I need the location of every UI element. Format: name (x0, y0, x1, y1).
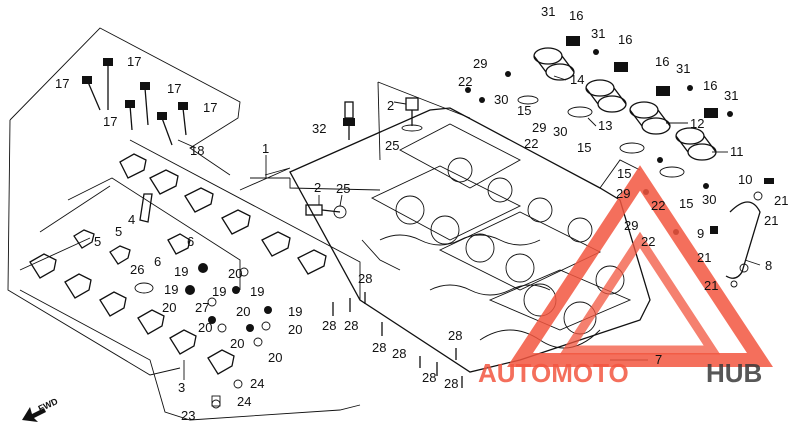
callout-19: 19 (212, 284, 226, 299)
intake-boots (517, 36, 718, 178)
callout-26: 26 (130, 262, 144, 277)
callout-28: 28 (358, 271, 372, 286)
callout-17: 17 (203, 100, 217, 115)
callout-10: 10 (738, 172, 752, 187)
fwd-label: FWD (37, 396, 60, 414)
callout-5: 5 (115, 224, 122, 239)
callout-21: 21 (697, 250, 711, 265)
callout-20: 20 (228, 266, 242, 281)
nuts-washers (134, 263, 272, 409)
callout-22: 22 (651, 198, 665, 213)
callout-8: 8 (765, 258, 772, 273)
callout-11: 11 (730, 144, 744, 159)
callout-7: 7 (655, 352, 662, 367)
callout-27: 27 (195, 300, 209, 315)
fwd-arrow-icon (22, 407, 46, 422)
callout-15: 15 (679, 196, 693, 211)
watermark-word-automoto: AUTOMOTO (478, 358, 629, 388)
rocker-arms (29, 153, 327, 375)
valve-top (401, 97, 423, 132)
cylinder-head-assembly (289, 107, 651, 373)
callout-22: 22 (458, 74, 472, 89)
rocker-arm-group-outline (7, 27, 361, 421)
callout-13: 13 (598, 118, 612, 133)
callout-17: 17 (167, 81, 181, 96)
callout-15: 15 (577, 140, 591, 155)
callout-20: 20 (162, 300, 176, 315)
callout-22: 22 (641, 234, 655, 249)
leader-lines (177, 75, 761, 380)
callout-17: 17 (103, 114, 117, 129)
callout-30: 30 (553, 124, 567, 139)
callout-9: 9 (697, 226, 704, 241)
callout-21: 21 (764, 213, 778, 228)
callout-20: 20 (268, 350, 282, 365)
automotohub-watermark-logo (507, 165, 773, 367)
callout-21: 21 (774, 193, 788, 208)
right-hardware (465, 49, 738, 288)
callout-31: 31 (541, 4, 555, 19)
callout-28: 28 (372, 340, 386, 355)
callout-20: 20 (198, 320, 212, 335)
callout-16: 16 (703, 78, 717, 93)
callout-20: 20 (236, 304, 250, 319)
bolt-17-group (82, 58, 188, 146)
callout-14: 14 (570, 72, 584, 87)
callout-28: 28 (448, 328, 462, 343)
callout-17: 17 (55, 76, 69, 91)
callout-22: 22 (524, 136, 538, 151)
callout-31: 31 (724, 88, 738, 103)
callout-15: 15 (617, 166, 631, 181)
callout-16: 16 (655, 54, 669, 69)
callout-28: 28 (322, 318, 336, 333)
callout-2: 2 (314, 180, 321, 195)
callout-21: 21 (704, 278, 718, 293)
callout-28: 28 (422, 370, 436, 385)
oil-pipe (710, 178, 774, 279)
callout-25: 25 (336, 181, 350, 196)
callout-2: 2 (387, 98, 394, 113)
callout-12: 12 (690, 116, 704, 131)
callout-30: 30 (702, 192, 716, 207)
callout-29: 29 (532, 120, 546, 135)
callout-16: 16 (618, 32, 632, 47)
callout-19: 19 (164, 282, 178, 297)
callout-5: 5 (94, 234, 101, 249)
callout-28: 28 (392, 346, 406, 361)
callout-29: 29 (624, 218, 638, 233)
dowel-pins (332, 292, 463, 388)
callout-31: 31 (591, 26, 605, 41)
callout-32: 32 (312, 121, 326, 136)
callout-28: 28 (444, 376, 458, 391)
callout-18: 18 (190, 143, 204, 158)
callout-19: 19 (174, 264, 188, 279)
callout-24: 24 (250, 376, 264, 391)
callout-24: 24 (237, 394, 251, 409)
callout-23: 23 (181, 408, 195, 423)
callout-17: 17 (127, 54, 141, 69)
callout-28: 28 (344, 318, 358, 333)
callout-19: 19 (288, 304, 302, 319)
spark-plug (343, 101, 355, 140)
callout-6: 6 (154, 254, 161, 269)
callout-20: 20 (230, 336, 244, 351)
callout-4: 4 (128, 212, 135, 227)
callout-29: 29 (616, 186, 630, 201)
watermark-word-hub: HUB (706, 358, 762, 388)
callout-30: 30 (494, 92, 508, 107)
head-bracket-lines (289, 81, 471, 191)
callout-19: 19 (250, 284, 264, 299)
callout-15: 15 (517, 103, 531, 118)
callout-labels: 1 2 2 3 4 5 5 6 6 7 8 9 10 11 12 13 14 1… (55, 4, 788, 423)
callout-29: 29 (473, 56, 487, 71)
callout-1: 1 (262, 141, 269, 156)
callout-20: 20 (288, 322, 302, 337)
callout-6: 6 (187, 234, 194, 249)
callout-31: 31 (676, 61, 690, 76)
callout-16: 16 (569, 8, 583, 23)
callout-25: 25 (385, 138, 399, 153)
callout-3: 3 (178, 380, 185, 395)
